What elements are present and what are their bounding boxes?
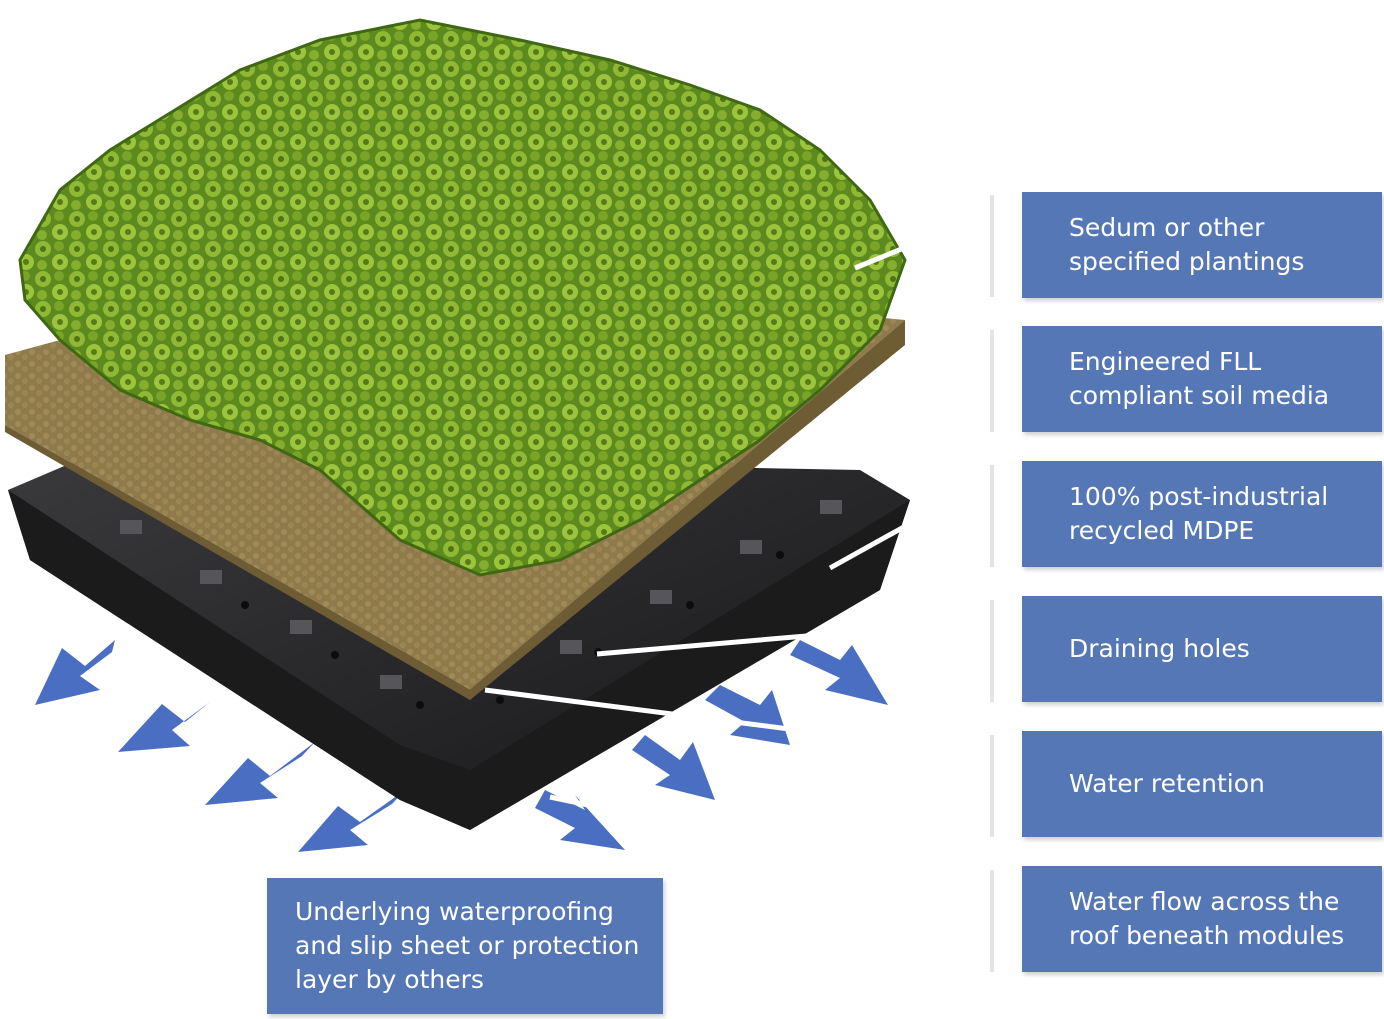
sedum-plantings <box>18 18 907 577</box>
flow-arrow-icon <box>705 685 790 745</box>
flow-arrow-icon <box>298 790 405 852</box>
label-draining-holes: Draining holes <box>1022 596 1382 702</box>
label-mdpe: 100% post-industrial recycled MDPE <box>1022 461 1382 567</box>
flow-arrow-icon <box>118 690 225 752</box>
label-plantings: Sedum or other specified plantings <box>1022 192 1382 298</box>
flow-arrow-icon <box>35 640 115 705</box>
label-soil-media: Engineered FLL compliant soil media <box>1022 326 1382 432</box>
water-flow-arrows <box>35 640 888 852</box>
label-water-flow: Water flow across the roof beneath modul… <box>1022 866 1382 972</box>
flow-arrow-icon <box>632 735 715 800</box>
label-water-retention: Water retention <box>1022 731 1382 837</box>
flow-arrow-icon <box>205 742 315 805</box>
leader-lines <box>484 209 994 893</box>
label-waterproofing: Underlying waterproofing and slip sheet … <box>267 878 663 1014</box>
flow-arrow-icon <box>535 790 625 850</box>
flow-arrow-icon <box>790 640 888 705</box>
